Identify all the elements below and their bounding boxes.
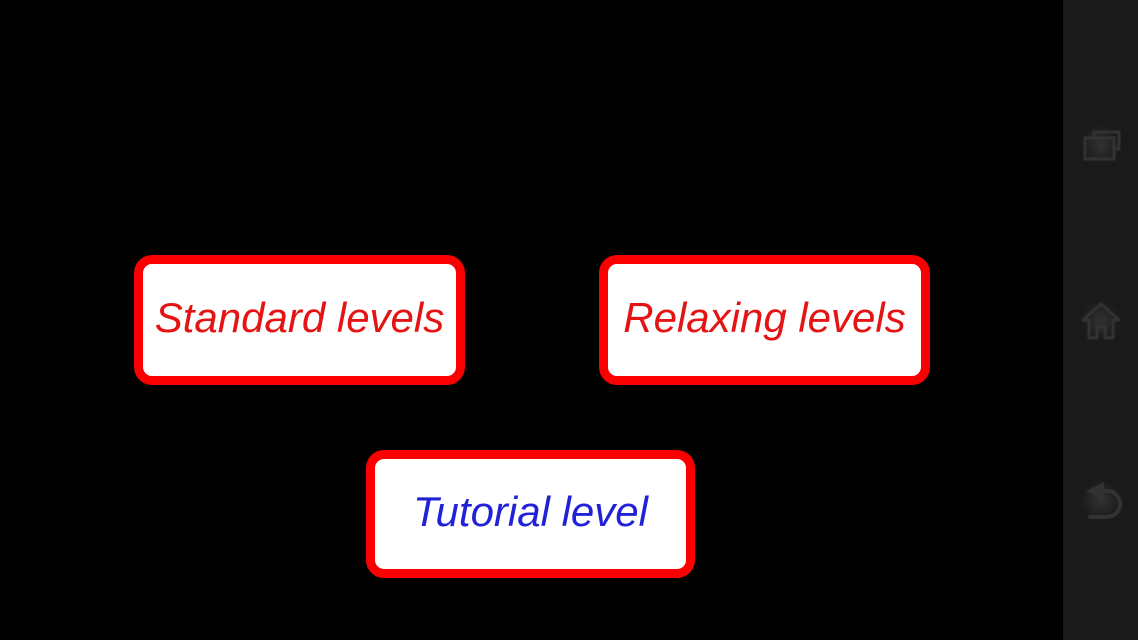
back-button[interactable]	[1077, 476, 1125, 524]
home-icon	[1081, 302, 1120, 340]
android-navigation-bar	[1063, 0, 1138, 640]
recents-icon	[1083, 130, 1120, 161]
tutorial-level-label: Tutorial level	[413, 488, 648, 535]
relaxing-levels-label: Relaxing levels	[623, 294, 906, 341]
recents-button[interactable]	[1077, 121, 1125, 169]
relaxing-levels-button[interactable]: Relaxing levels	[599, 255, 930, 385]
home-button[interactable]	[1077, 296, 1125, 344]
standard-levels-button[interactable]: Standard levels	[134, 255, 465, 385]
standard-levels-label: Standard levels	[154, 294, 445, 341]
back-icon	[1085, 482, 1122, 519]
tutorial-level-button[interactable]: Tutorial level	[366, 450, 695, 578]
level-select-screen: Standard levels Relaxing levels Tutorial…	[134, 255, 930, 578]
